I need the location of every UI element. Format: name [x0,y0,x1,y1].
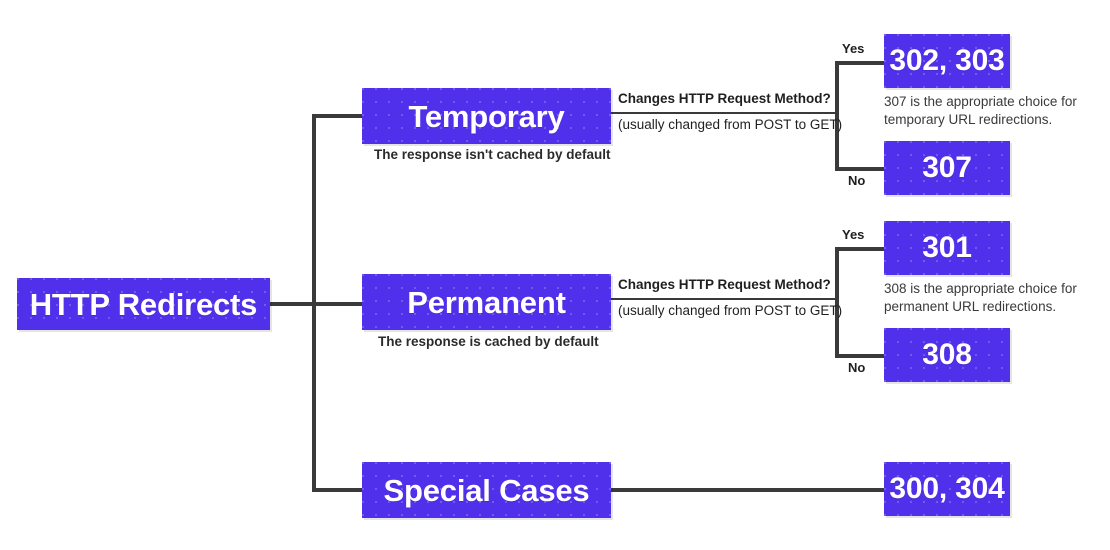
code-label-307: 307 [922,151,972,184]
root-node-label: HTTP Redirects [29,286,258,322]
code-node-300-304[interactable]: 300, 304 [884,462,1010,516]
code-node-301[interactable]: 301 [884,221,1010,275]
question-sub-temporary: (usually changed from POST to GET) [618,117,843,132]
no-label-permanent: No [848,360,866,375]
question-label-permanent: Changes HTTP Request Method? [618,277,831,292]
question-sub-permanent: (usually changed from POST to GET) [618,303,843,318]
connector-trunk-to-permanent [312,302,366,306]
yes-label-temporary: Yes [842,41,865,56]
code-label-308: 308 [922,338,972,371]
yes-label-permanent: Yes [842,227,865,242]
root-node-http-redirects[interactable]: HTTP Redirects [17,278,270,330]
code-label-302-303: 302, 303 [889,44,1005,77]
connector-split-vertical-permanent [835,247,839,358]
connector-no-temporary [835,167,885,171]
note-permanent: 308 is the appropriate choice for perman… [884,281,1077,314]
connector-yes-permanent [835,247,885,251]
branch-node-temporary[interactable]: Temporary [362,88,611,144]
code-node-308[interactable]: 308 [884,328,1010,382]
question-divider-temporary [611,112,838,114]
branch-label-special-cases: Special Cases [383,472,590,508]
branch-label-temporary: Temporary [408,98,565,134]
code-node-307[interactable]: 307 [884,141,1010,195]
connector-no-permanent [835,354,885,358]
connector-root-stem [268,302,316,306]
connector-split-vertical-temporary [835,61,839,171]
connector-special-to-code [611,488,886,492]
branch-caption-temporary: The response isn't cached by default [374,147,611,162]
question-divider-permanent [611,298,838,300]
connector-trunk-to-special [312,488,366,492]
connector-trunk-to-temporary [312,114,366,118]
branch-node-permanent[interactable]: Permanent [362,274,611,330]
code-node-302-303[interactable]: 302, 303 [884,34,1010,88]
branch-label-permanent: Permanent [407,284,566,320]
note-temporary: 307 is the appropriate choice for tempor… [884,94,1077,127]
branch-node-special-cases[interactable]: Special Cases [362,462,611,518]
code-label-300-304: 300, 304 [889,472,1005,505]
no-label-temporary: No [848,173,866,188]
connector-yes-temporary [835,61,885,65]
branch-caption-permanent: The response is cached by default [378,334,599,349]
question-label-temporary: Changes HTTP Request Method? [618,91,831,106]
code-label-301: 301 [922,231,972,264]
